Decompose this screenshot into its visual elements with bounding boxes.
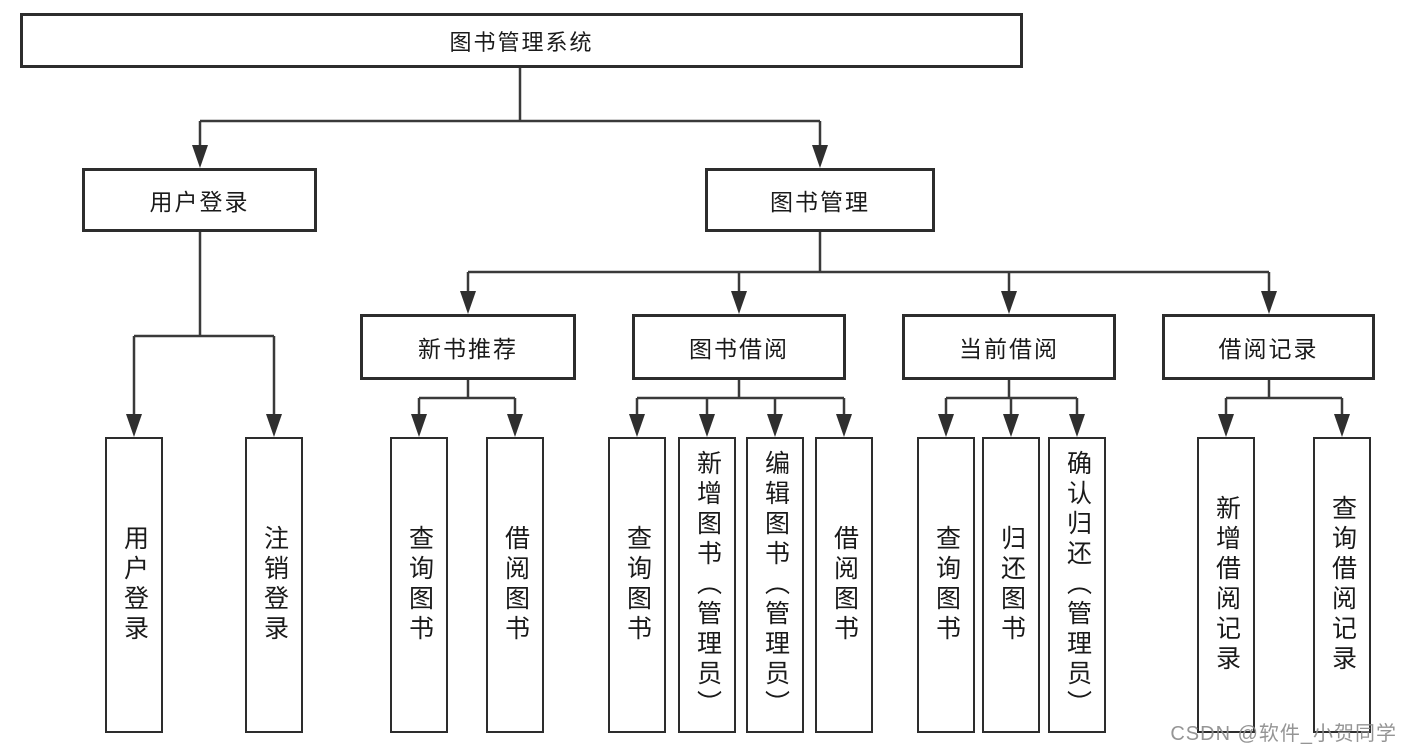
leaf-user-login: 用户登录 [105,437,163,733]
node-borrow-record: 借阅记录 [1162,314,1375,380]
leaf-query-books-current: 查询图书 [917,437,975,733]
leaf-query-books-recommend: 查询图书 [390,437,448,733]
leaf-query-borrow-record: 查询借阅记录 [1313,437,1371,733]
node-user-login: 用户登录 [82,168,317,232]
leaf-logout: 注销登录 [245,437,303,733]
leaf-query-books-borrow: 查询图书 [608,437,666,733]
node-book-management: 图书管理 [705,168,935,232]
node-book-borrow: 图书借阅 [632,314,846,380]
leaf-borrow-books-recommend: 借阅图书 [486,437,544,733]
leaf-add-borrow-record: 新增借阅记录 [1197,437,1255,733]
csdn-watermark: CSDN @软件_小贺同学 [1170,723,1397,745]
node-current-borrow: 当前借阅 [902,314,1116,380]
leaf-confirm-return-admin: 确认归还（管理员） [1048,437,1106,733]
leaf-edit-books-admin: 编辑图书（管理员） [746,437,804,733]
node-root-system: 图书管理系统 [20,13,1023,68]
leaf-add-books-admin: 新增图书（管理员） [678,437,736,733]
leaf-borrow-books: 借阅图书 [815,437,873,733]
leaf-return-books: 归还图书 [982,437,1040,733]
node-new-book-recommend: 新书推荐 [360,314,576,380]
